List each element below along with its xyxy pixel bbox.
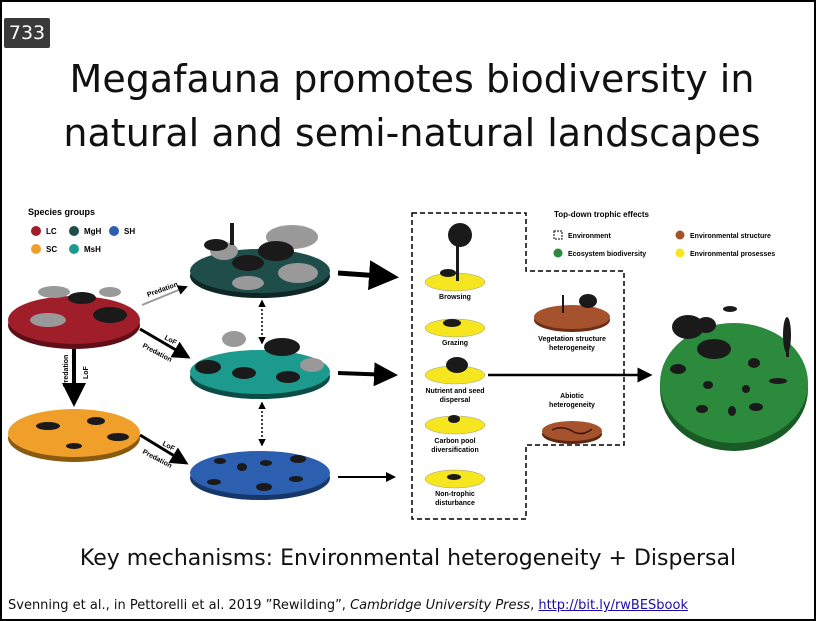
- label-non-trophic-1: Non-trophic: [435, 491, 475, 498]
- arrow-to-processes-mid: [337, 362, 398, 387]
- environment-box: [411, 212, 625, 520]
- sh-disc-group: [190, 451, 330, 500]
- animal-silhouette-icon: [447, 474, 461, 480]
- megafauna-diagram: Species groups LC MgH SH SC MsH: [8, 207, 808, 520]
- animal-silhouette-icon: [207, 455, 306, 491]
- legend-label-msh: MsH: [84, 245, 101, 254]
- label-nutrient-1: Nutrient and seed: [425, 388, 484, 395]
- sc-disc-group: [8, 409, 140, 462]
- trophic-legend-environment: Environment: [568, 233, 611, 240]
- label-vegetation-1: Vegetation structure: [538, 336, 606, 343]
- slide-subtitle: Key mechanisms: Environmental heterogene…: [79, 546, 737, 571]
- biodiversity-disc: [660, 323, 808, 443]
- legend-label-sh: SH: [124, 227, 135, 236]
- label-vegetation-2: heterogeneity: [549, 345, 595, 352]
- animal-silhouette-icon: [195, 338, 300, 383]
- label-nutrient-2: dispersal: [440, 397, 471, 404]
- title-line-1: Megafauna promotes biodiversity in: [69, 57, 755, 101]
- legend-label-sc: SC: [46, 245, 57, 254]
- process-carbon-pool: Carbon pool diversification: [424, 415, 486, 454]
- trophic-legend-structure: Environmental structure: [690, 233, 771, 240]
- msh-disc: [190, 350, 330, 394]
- arrow-lof-low: [139, 433, 189, 465]
- process-nutrient-dispersal: Nutrient and seed dispersal: [424, 357, 486, 404]
- sc-disc: [8, 409, 140, 457]
- animal-silhouette-icon: [440, 269, 456, 277]
- trophic-legend: Top-down trophic effects Environment Env…: [553, 210, 775, 258]
- label-browsing: Browsing: [439, 294, 471, 301]
- arrow-lof-mid: [139, 327, 191, 359]
- label-abiotic-1: Abiotic: [560, 393, 584, 400]
- label-grazing: Grazing: [442, 340, 468, 347]
- process-browsing: Browsing: [424, 223, 486, 301]
- species-legend-title: Species groups: [28, 207, 95, 217]
- citation-publisher: Cambridge University Press: [350, 598, 531, 613]
- citation-prefix: Svenning et al., in Pettorelli et al. 20…: [8, 598, 351, 613]
- legend-dot-sh: [109, 226, 119, 236]
- process-non-trophic: Non-trophic disturbance: [424, 469, 486, 507]
- animal-silhouette-icon: [30, 286, 121, 327]
- msh-disc-group: [190, 331, 330, 399]
- slide-number-badge: 733: [4, 18, 50, 48]
- abiotic-heterogeneity: Abiotic heterogeneity: [542, 393, 602, 444]
- legend-label-mgh: MgH: [84, 227, 102, 236]
- citation-separator: ,: [530, 598, 539, 613]
- mgh-disc-group: [190, 223, 330, 298]
- arrow-to-processes-top: [337, 260, 399, 291]
- citation-link[interactable]: http://bit.ly/rwBESbook: [538, 598, 688, 613]
- label-predation-vertical: Predation: [63, 355, 70, 387]
- process-grazing: Grazing: [424, 318, 486, 347]
- legend-dot-mgh: [69, 226, 79, 236]
- animal-silhouette-icon: [68, 292, 127, 323]
- tree-icon: [448, 223, 472, 281]
- legend-dot-msh: [69, 244, 79, 254]
- animal-silhouette-icon: [204, 223, 294, 271]
- trophic-legend-biodiversity: Ecosystem biodiversity: [568, 251, 646, 258]
- slide-title: Megafauna promotes biodiversity in natur…: [42, 52, 782, 160]
- animal-silhouette-icon: [446, 357, 468, 373]
- vegetation-structure: Vegetation structure heterogeneity: [534, 294, 610, 352]
- animal-silhouette-icon: [448, 415, 460, 423]
- species-legend: Species groups LC MgH SH SC MsH: [28, 207, 135, 254]
- label-carbon-1: Carbon pool: [434, 438, 475, 445]
- tree-icon: [672, 315, 791, 357]
- label-abiotic-2: heterogeneity: [549, 402, 595, 409]
- animal-silhouette-icon: [222, 331, 324, 372]
- citation: Svenning et al., in Pettorelli et al. 20…: [8, 598, 688, 613]
- trophic-legend-processes: Environmental prosesses: [690, 251, 775, 258]
- animal-silhouette-icon: [443, 319, 461, 327]
- label-non-trophic-2: disturbance: [435, 500, 475, 507]
- animal-silhouette-icon: [670, 306, 787, 416]
- title-line-2: natural and semi-natural landscapes: [63, 111, 761, 155]
- label-carbon-2: diversification: [431, 447, 478, 454]
- label-lof-vertical: LoF: [83, 365, 90, 379]
- biodiversity-disc-group: [660, 306, 808, 451]
- arrow-predation-top: [141, 285, 188, 306]
- legend-dot-lc: [31, 226, 41, 236]
- legend-dot-sc: [31, 244, 41, 254]
- animal-silhouette-icon: [36, 417, 129, 449]
- lc-disc-group: [8, 286, 140, 349]
- legend-label-lc: LC: [46, 227, 57, 236]
- trophic-legend-title: Top-down trophic effects: [554, 210, 650, 219]
- tree-icon: [562, 294, 597, 313]
